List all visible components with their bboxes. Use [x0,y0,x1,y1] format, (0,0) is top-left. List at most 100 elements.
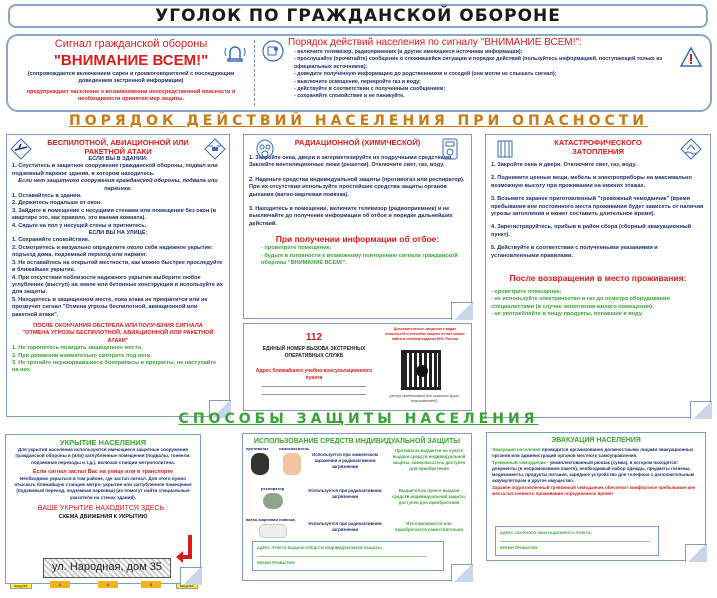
list-item: 1. Сохраняйте спокойствие. [12,237,90,244]
ppe-get: Изготавливается или приобретается самост… [394,521,464,532]
list-item: 3. Не трогайте неразорвавшиеся боеприпас… [12,359,217,374]
list-item: 1. Спуститесь в защитное сооружение граж… [12,163,218,177]
list-item: 2. Держитесь подальше от окон. [12,200,102,207]
radiation-title: РАДИАЦИОННОЙ (ХИМИЧЕСКОЙ) [294,138,421,147]
qr-note: Дополнительные сведения о видах опасност… [385,327,465,341]
ppe-card: ИСПОЛЬЗОВАНИЕ СРЕДСТВ ИНДИВИДУАЛЬНОЙ ЗАЩ… [242,433,473,582]
list-item: 4. При отсутствии поблизости надежного у… [12,274,223,296]
plane-icon [10,138,32,160]
evac-term: Эвакуация населения [492,447,541,452]
list-item: 2. Поднимите ценные вещи, мебель и элект… [491,175,692,189]
drone-icon [204,138,226,160]
list-item: - проветрите помещение; [491,289,562,296]
flood-title: КАТАСТРОФИЧЕСКОГО ЗАТОПЛЕНИЯ [554,138,642,156]
shelter-text: Для укрытия населения используются имеющ… [15,447,191,465]
ppe-use: Используется при химическом заражении и … [312,452,378,469]
qr-caption: (ресурс предназначен для широкого круга … [389,394,459,403]
evac-address-box[interactable]: АДРЕС СБОРНОГО ЭВАКУАЦИОННОГО ПУНКТА: ВР… [495,526,659,556]
ppe-address-box[interactable]: АДРЕС ПУНКТА ВЫДАЧИ СРЕДСТВ ИНДИВИДУАЛЬН… [252,541,444,571]
info-person-icon [262,40,284,62]
list-item: 2. При движении внимательно смотрите под… [12,352,152,359]
ppe-get: Противогаз выдается на пункте выдачи сре… [392,448,466,471]
return-heading: После возвращения в место проживания: [509,273,687,284]
ppe-get: Выдается на пункте выдачи средств индиви… [392,488,466,505]
attack-card: БЕСПИЛОТНОЙ, АВИАЦИОННОЙ ИЛИ РАКЕТНОЙ АТ… [6,134,231,418]
emergency-box: 112 ЕДИНЫЙ НОМЕР ВЫЗОВА ЭКСТРЕННЫХ ОПЕРА… [243,323,472,411]
arrow-icon [176,535,192,563]
signal-name: "ВНИМАНИЕ ВСЕМ!" [53,52,209,69]
kit-term: Тревожный чемоданчик [492,459,546,465]
emergency-number: 112 [305,332,323,343]
ppe-use: Используется при радиоактивном загрязнен… [308,521,382,532]
list-item: - проветрите помещение; [261,245,332,252]
list-item: 3. Возьмите заранее приготовленный "трев… [491,196,704,218]
respirator-image [263,493,283,509]
address-line [262,386,366,387]
kit-warning: Заранее подготовленный тревожный чемодан… [492,484,696,497]
list-item: - не используйте электричество и газ до … [491,296,670,310]
radiation-card: РАДИАЦИОННОЙ (ХИМИЧЕСКОЙ) 1. Закройте ок… [243,134,473,320]
street-heading: Если сигнал застал Вас на улице или в тр… [32,469,174,476]
evac-card: ЭВАКУАЦИЯ НАСЕЛЕНИЯ Эвакуация населения … [486,432,707,562]
list-item: 1. Оставайтесь в здании. [12,193,82,200]
outside-heading: ЕСЛИ ВЫ НА УЛИЦЕ: [88,230,148,237]
ppe-title: ИСПОЛЬЗОВАНИЕ СРЕДСТВ ИНДИВИДУАЛЬНОЙ ЗАЩ… [253,438,461,445]
address-line [262,394,366,395]
kit-text: - укомплектованный рюкзак (сумка), в кот… [492,459,695,484]
list-item: 3. Не оставайтесь на открытой местности,… [12,259,223,274]
in-building-heading: ЕСЛИ ВЫ В ЗДАНИИ: [88,156,148,162]
shelter-title: УКРЫТИЕ НАСЕЛЕНИЯ [59,438,147,447]
list-item: 1. Не торопитесь покидать защищенное мес… [12,345,143,352]
evac-address-label: АДРЕС СБОРНОГО ЭВАКУАЦИОННОГО ПУНКТА: [500,531,592,535]
signal-warning: предупреждает население о возникновении … [26,89,236,102]
no-shelter-note: Если нет защитного сооружения гражданско… [18,178,218,192]
signal-note: (сопровождается включением сирен и громк… [27,71,235,84]
list-item: 5. Действуйте в соответствии с полученны… [491,245,658,259]
ppe-item-label: респиратор [261,486,285,491]
list-item: 3. Зайдите в помещение с несущими стенам… [12,207,217,222]
gas-mask-icon [256,139,274,159]
list-item: - будьте в готовности к возможному повто… [261,252,458,267]
ppe-use: Используется при радиоактивном загрязнен… [308,488,382,499]
scheme-title: СХЕМА ДВИЖЕНИЯ К УКРЫТИЮ [58,514,148,521]
evac-time-label: ВРЕМЯ ПРИБЫТИЯ: [500,546,539,551]
list-item: 5. Находитесь в защищенном месте, пока а… [12,296,208,318]
list-item: 2. Наденьте средства индивидуальной защи… [249,176,465,198]
attack-title: БЕСПИЛОТНОЙ, АВИАЦИОННОЙ ИЛИ РАКЕТНОЙ АТ… [47,138,189,156]
ppe-item-label: самоспасатель [279,446,310,451]
page-title: УГОЛОК ПО ГРАЖДАНСКОЙ ОБОРОНЕ [8,4,708,28]
entrance-1: 1 [50,581,70,588]
signal-panel: Сигнал гражданской обороны "ВНИМАНИЕ ВСЕ… [6,34,712,112]
ppe-item-label: ватно-марлевая повязка [246,517,295,522]
qr-code[interactable] [401,350,441,390]
list-item: - не употребляйте в пищу продукты, попав… [491,311,643,318]
building-address: ул. Народная, дом 35 [43,558,171,578]
gauze-mask-image [259,524,287,538]
section-protection-title: СПОСОБЫ ЗАЩИТЫ НАСЕЛЕНИЯ [178,411,539,427]
emergency-label: ЕДИНЫЙ НОМЕР ВЫЗОВА ЭКСТРЕННЫХ ОПЕРАТИВН… [262,346,366,359]
list-item: 4. Зарегистрируйтесь, прибыв в район сбо… [491,224,692,238]
gas-mask-image [251,453,269,475]
flood-gate-icon [497,140,513,158]
ppe-time-label: ВРЕМЯ ПРИБЫТИЯ: [257,561,296,565]
section-danger-title: ПОРЯДОК ДЕЙСТВИЙ НАСЕЛЕНИЯ ПРИ ОПАСНОСТИ [68,113,649,129]
list-item: 3. Находитесь в помещении, включите теле… [249,206,453,227]
street-text: Необходимо укрыться в том районе, где за… [14,475,192,500]
ppe-address-label: АДРЕС ПУНКТА ВЫДАЧИ СРЕДСТВ ИНДИВИДУАЛЬН… [257,546,383,550]
list-item: 2. Осмотритесь и визуально определите ок… [12,244,213,259]
siren-icon [224,46,246,62]
evac-text: проводится организованно должностными ли… [492,447,694,459]
shelter-here: ВАШЕ УКРЫТИЕ НАХОДИТСЯ ЗДЕСЬ : [37,505,169,513]
clear-heading: При получении информации об отбое: [275,234,440,245]
entrance-2: 2 [98,581,118,588]
dosimeter-icon [442,138,458,160]
list-item: 4. Сядьте на пол у несущей стены и пригн… [12,222,147,229]
signal-heading: Сигнал гражданской обороны [54,38,208,50]
flood-house-icon [680,138,702,160]
list-item: 1. Закройте окна, двери и загерметизируй… [249,155,453,169]
address-label: Адрес ближайшего учебно-консультационног… [255,368,373,381]
shelter-card: УКРЫТИЕ НАСЕЛЕНИЯ Для укрытия населения … [5,434,202,589]
entrance-3: 3 [141,581,161,588]
self-rescuer-image [283,453,301,475]
actions-heading: Порядок действий населения по сигналу "В… [288,37,582,48]
